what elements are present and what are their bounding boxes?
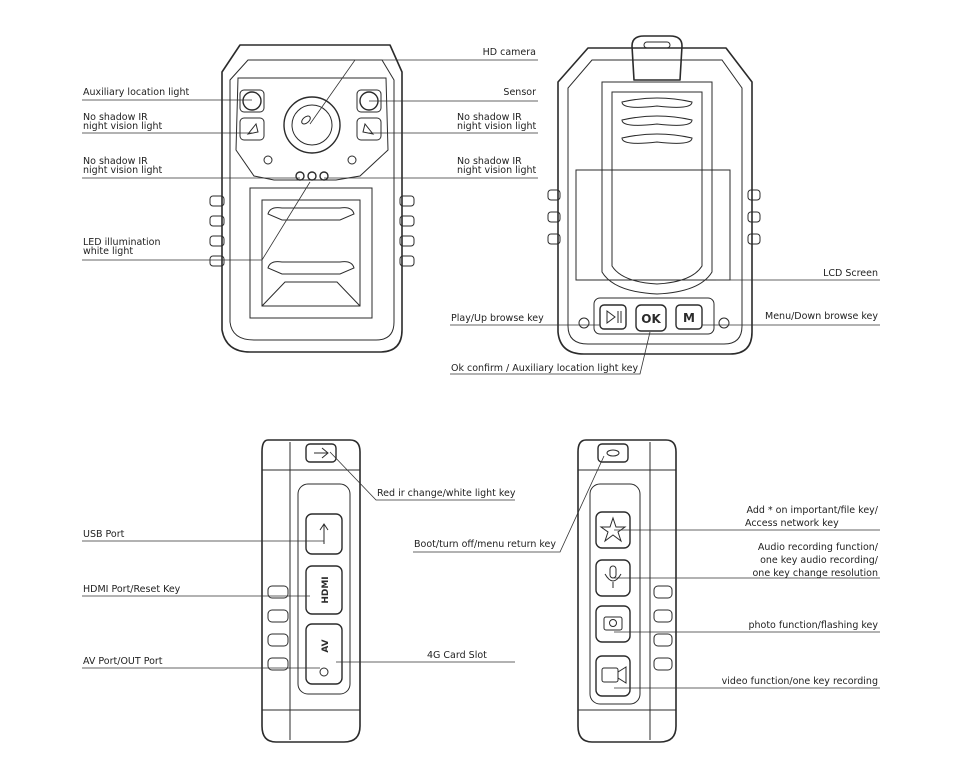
- front-leaders: [82, 59, 538, 261]
- label-ir-left-bottom-1: No shadow IR: [83, 156, 148, 167]
- av-port-mark: AV: [321, 639, 331, 652]
- back-body-outline: [557, 47, 753, 355]
- label-av-port: AV Port/OUT Port: [83, 656, 163, 667]
- belt-clip-top: [631, 35, 683, 81]
- ok-key-box: [635, 304, 667, 332]
- label-ir-right-top-1: No shadow IR: [457, 112, 522, 123]
- front-lens-panel: [235, 77, 389, 181]
- right-body-outline: [577, 439, 677, 743]
- label-photo-key: photo function/flashing key: [748, 620, 878, 631]
- video-key: [595, 655, 631, 697]
- label-led-white-1: LED illumination: [83, 237, 161, 248]
- label-play-up-key: Play/Up browse key: [451, 313, 544, 324]
- menu-key-label: M: [683, 311, 695, 325]
- lcd-screen: [575, 169, 731, 281]
- boot-key: [597, 443, 629, 463]
- left-side-view: [261, 439, 361, 743]
- label-video-key: video function/one key recording: [721, 676, 878, 687]
- label-ir-left-top-1: No shadow IR: [83, 112, 148, 123]
- menu-key-box: [675, 304, 703, 330]
- right-leaders: [413, 455, 880, 689]
- label-card-slot: 4G Card Slot: [427, 650, 487, 661]
- front-view: [209, 44, 415, 353]
- label-audio-key-1: Audio recording function/: [757, 542, 878, 553]
- back-view: [547, 35, 761, 355]
- front-body-outline: [221, 44, 403, 353]
- left-body-outline: [261, 439, 361, 743]
- label-red-ir-key: Red ir change/white light key: [377, 488, 516, 499]
- label-star-key-1: Add * on important/file key/: [746, 505, 879, 516]
- left-leaders: [82, 451, 515, 669]
- photo-key: [595, 605, 631, 643]
- label-menu-down-key: Menu/Down browse key: [765, 311, 878, 322]
- front-led-panel: [249, 187, 373, 319]
- hdmi-port: [305, 565, 343, 615]
- label-ok-key: Ok confirm / Auxiliary location light ke…: [451, 363, 639, 374]
- label-ir-right-bottom-1: No shadow IR: [457, 156, 522, 167]
- label-audio-key-3: one key change resolution: [752, 568, 879, 579]
- label-star-key-2: Access network key: [745, 518, 839, 529]
- back-leaders: [450, 279, 880, 375]
- label-lcd-screen: LCD Screen: [823, 268, 878, 279]
- aux-light-circle: [242, 91, 262, 111]
- label-ir-left-bottom-2: night vision light: [83, 165, 163, 176]
- label-hdmi-port: HDMI Port/Reset Key: [83, 584, 181, 595]
- belt-clip-body: [601, 81, 713, 295]
- label-audio-key-2: one key audio recording/: [760, 555, 878, 566]
- label-ir-right-top-2: night vision light: [457, 121, 537, 132]
- label-ir-left-top-2: night vision light: [83, 121, 163, 132]
- label-boot-key: Boot/turn off/menu return key: [414, 539, 557, 550]
- label-hd-camera: HD camera: [482, 47, 536, 58]
- label-led-white-2: white light: [83, 246, 134, 257]
- label-sensor: Sensor: [503, 87, 536, 98]
- play-key: [599, 304, 627, 330]
- right-side-view: [577, 439, 677, 743]
- label-auxiliary-location-light: Auxiliary location light: [83, 87, 190, 98]
- hdmi-port-mark: HDMI: [321, 576, 331, 603]
- av-port: [305, 623, 343, 685]
- label-ir-right-bottom-2: night vision light: [457, 165, 537, 176]
- label-usb-port: USB Port: [83, 529, 125, 540]
- ok-key-label: OK: [641, 312, 661, 326]
